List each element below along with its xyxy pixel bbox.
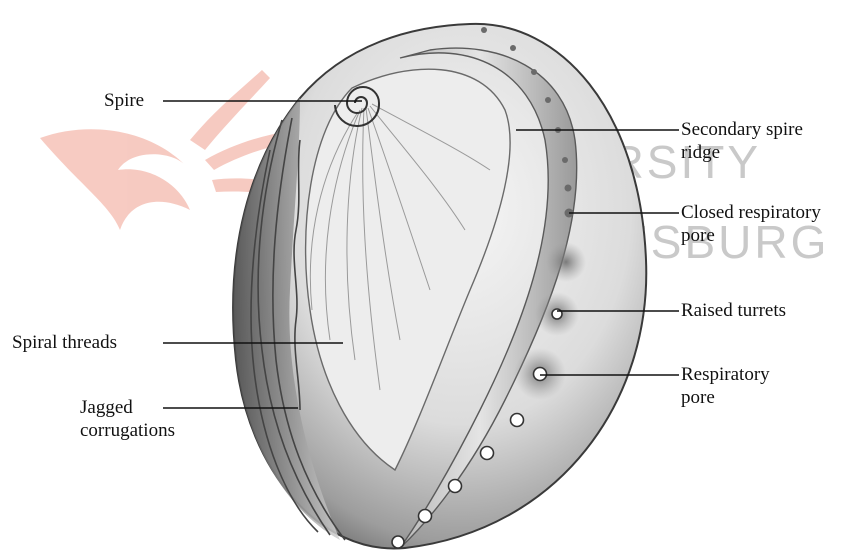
label-respiratory-pore-line2: pore — [681, 387, 715, 409]
label-closed-pore-line1: Closed respiratory — [681, 202, 821, 224]
label-jagged-line1: Jagged — [80, 397, 133, 419]
label-raised-turrets: Raised turrets — [681, 300, 786, 322]
label-secondary-spire-line1: Secondary spire — [681, 119, 803, 141]
label-jagged-line2: corrugations — [80, 420, 175, 442]
label-secondary-spire-line2: ridge — [681, 142, 720, 164]
label-spire: Spire — [104, 90, 144, 112]
label-closed-pore-line2: pore — [681, 225, 715, 247]
label-respiratory-pore-line1: Respiratory — [681, 364, 770, 386]
label-spiral-threads: Spiral threads — [12, 332, 117, 354]
